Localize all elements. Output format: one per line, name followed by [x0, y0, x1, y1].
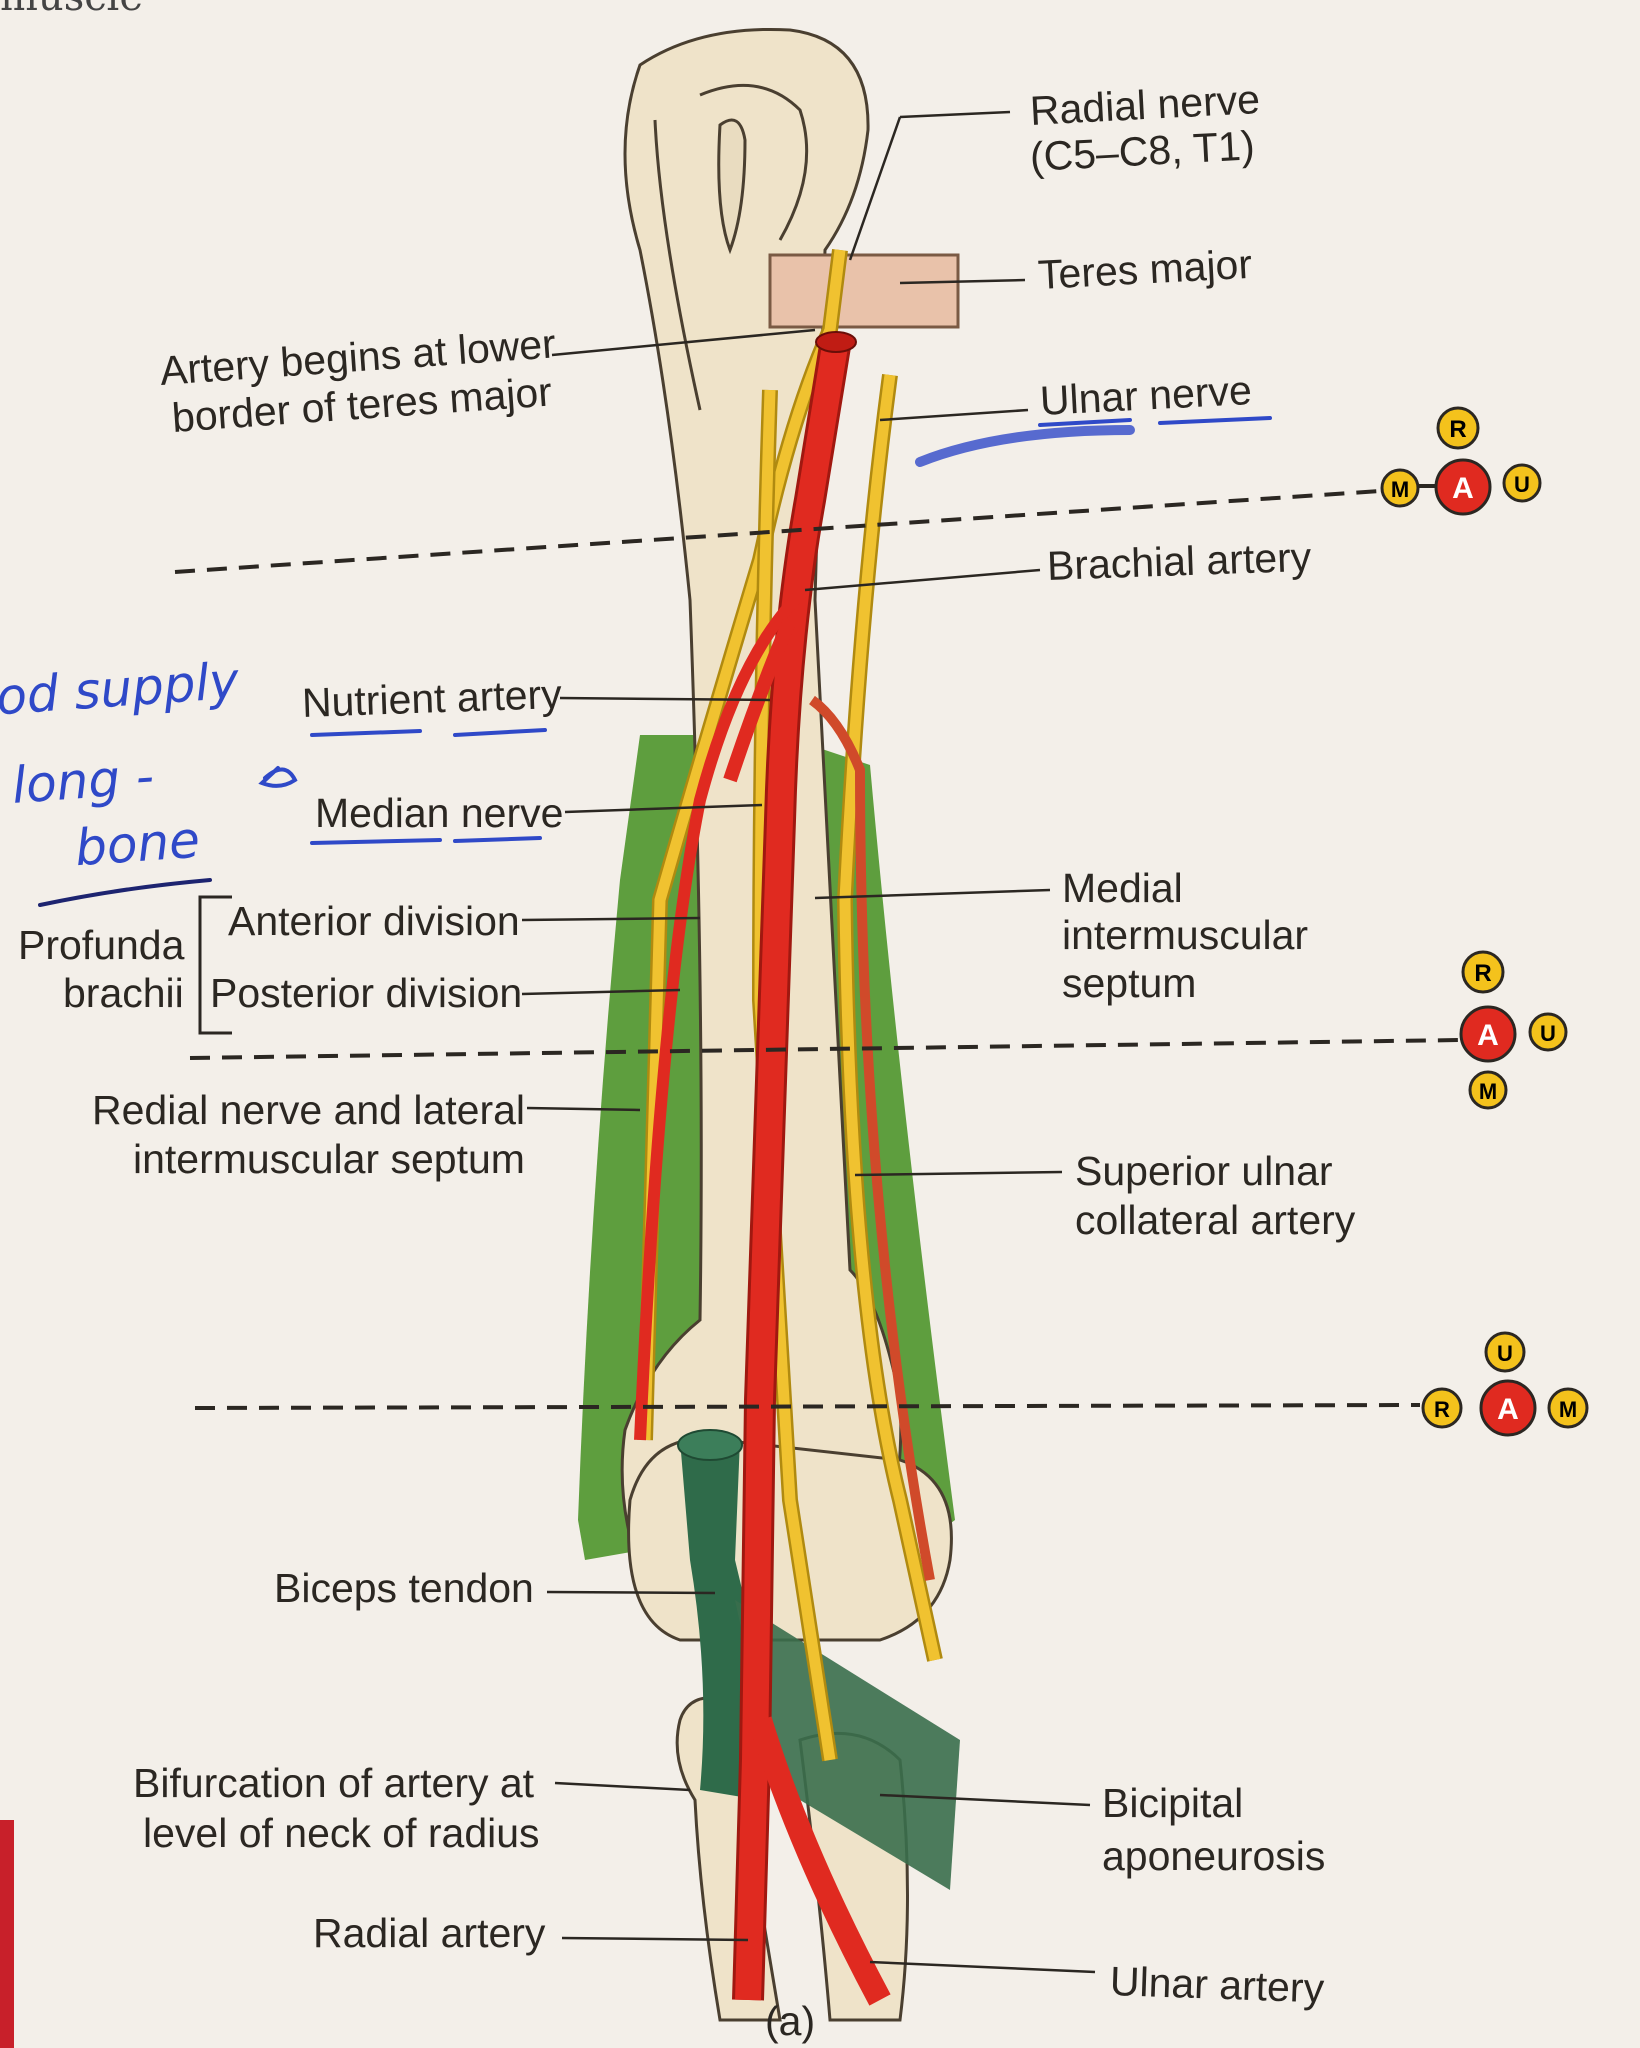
- label-superior-ulnar-1: Superior ulnar: [1075, 1148, 1333, 1194]
- handwritten-annotations: [38, 416, 1272, 907]
- label-medial-septum-3: septum: [1062, 960, 1197, 1006]
- level-line-1: [174, 488, 1396, 574]
- teres-major-muscle: [768, 253, 960, 329]
- label-profunda-1: Profunda: [18, 922, 185, 968]
- page-edge-mark: [0, 1820, 14, 2048]
- level-line-2: [189, 1038, 1461, 1060]
- label-nutrient-artery: Nutrient artery: [301, 670, 563, 726]
- handwriting-line-3: bone: [73, 810, 202, 878]
- label-median-nerve: Median nerve: [315, 790, 564, 836]
- biceps-tendon-cut: [677, 1429, 743, 1461]
- superior-ulnar-collateral-vessel: [808, 695, 935, 1581]
- label-ulnar-artery: Ulnar artery: [1109, 1958, 1325, 2012]
- label-bicipital-1: Bicipital: [1102, 1780, 1244, 1826]
- label-biceps-tendon: Biceps tendon: [274, 1565, 534, 1611]
- figure-caption: (a): [765, 1998, 816, 2044]
- label-posterior-division: Posterior division: [210, 970, 523, 1016]
- label-brachial-artery: Brachial artery: [1046, 533, 1312, 589]
- humerus-neck: [699, 83, 809, 241]
- humerus-crest: [653, 119, 702, 411]
- label-superior-ulnar-2: collateral artery: [1075, 1197, 1356, 1243]
- nutrient-artery-vessel: [723, 617, 797, 783]
- label-profunda-2: brachii: [63, 970, 184, 1016]
- handwriting-line-2: long -: [10, 747, 156, 815]
- ulnar-nerve: [839, 374, 941, 1662]
- ulnar-artery-vessel: [748, 1716, 891, 2006]
- label-bifurcation-2: level of neck of radius: [143, 1810, 540, 1856]
- label-redial-nerve-1: Redial nerve and lateral: [92, 1087, 526, 1133]
- label-bicipital-2: aponeurosis: [1102, 1833, 1326, 1879]
- radial-nerve: [639, 249, 846, 1441]
- profunda-brachii-vessel: [634, 585, 810, 1441]
- page-header-fragment: muscle: [0, 0, 143, 21]
- leader-lines: [521, 110, 1096, 1974]
- label-bifurcation-1: Bifurcation of artery at: [133, 1760, 535, 1806]
- label-radial-artery: Radial artery: [313, 1910, 546, 1956]
- label-anterior-division: Anterior division: [228, 898, 520, 944]
- label-medial-septum-1: Medial: [1062, 865, 1183, 911]
- level-line-3: [194, 1403, 1421, 1410]
- label-redial-nerve-2: intermuscular septum: [133, 1136, 525, 1182]
- brachial-artery-origin: [815, 331, 857, 353]
- profunda-bracket: [198, 895, 232, 1035]
- intertubercular-groove: [717, 118, 747, 255]
- bicipital-aponeurosis: [735, 1600, 960, 1890]
- label-medial-septum-2: intermuscular: [1062, 912, 1309, 958]
